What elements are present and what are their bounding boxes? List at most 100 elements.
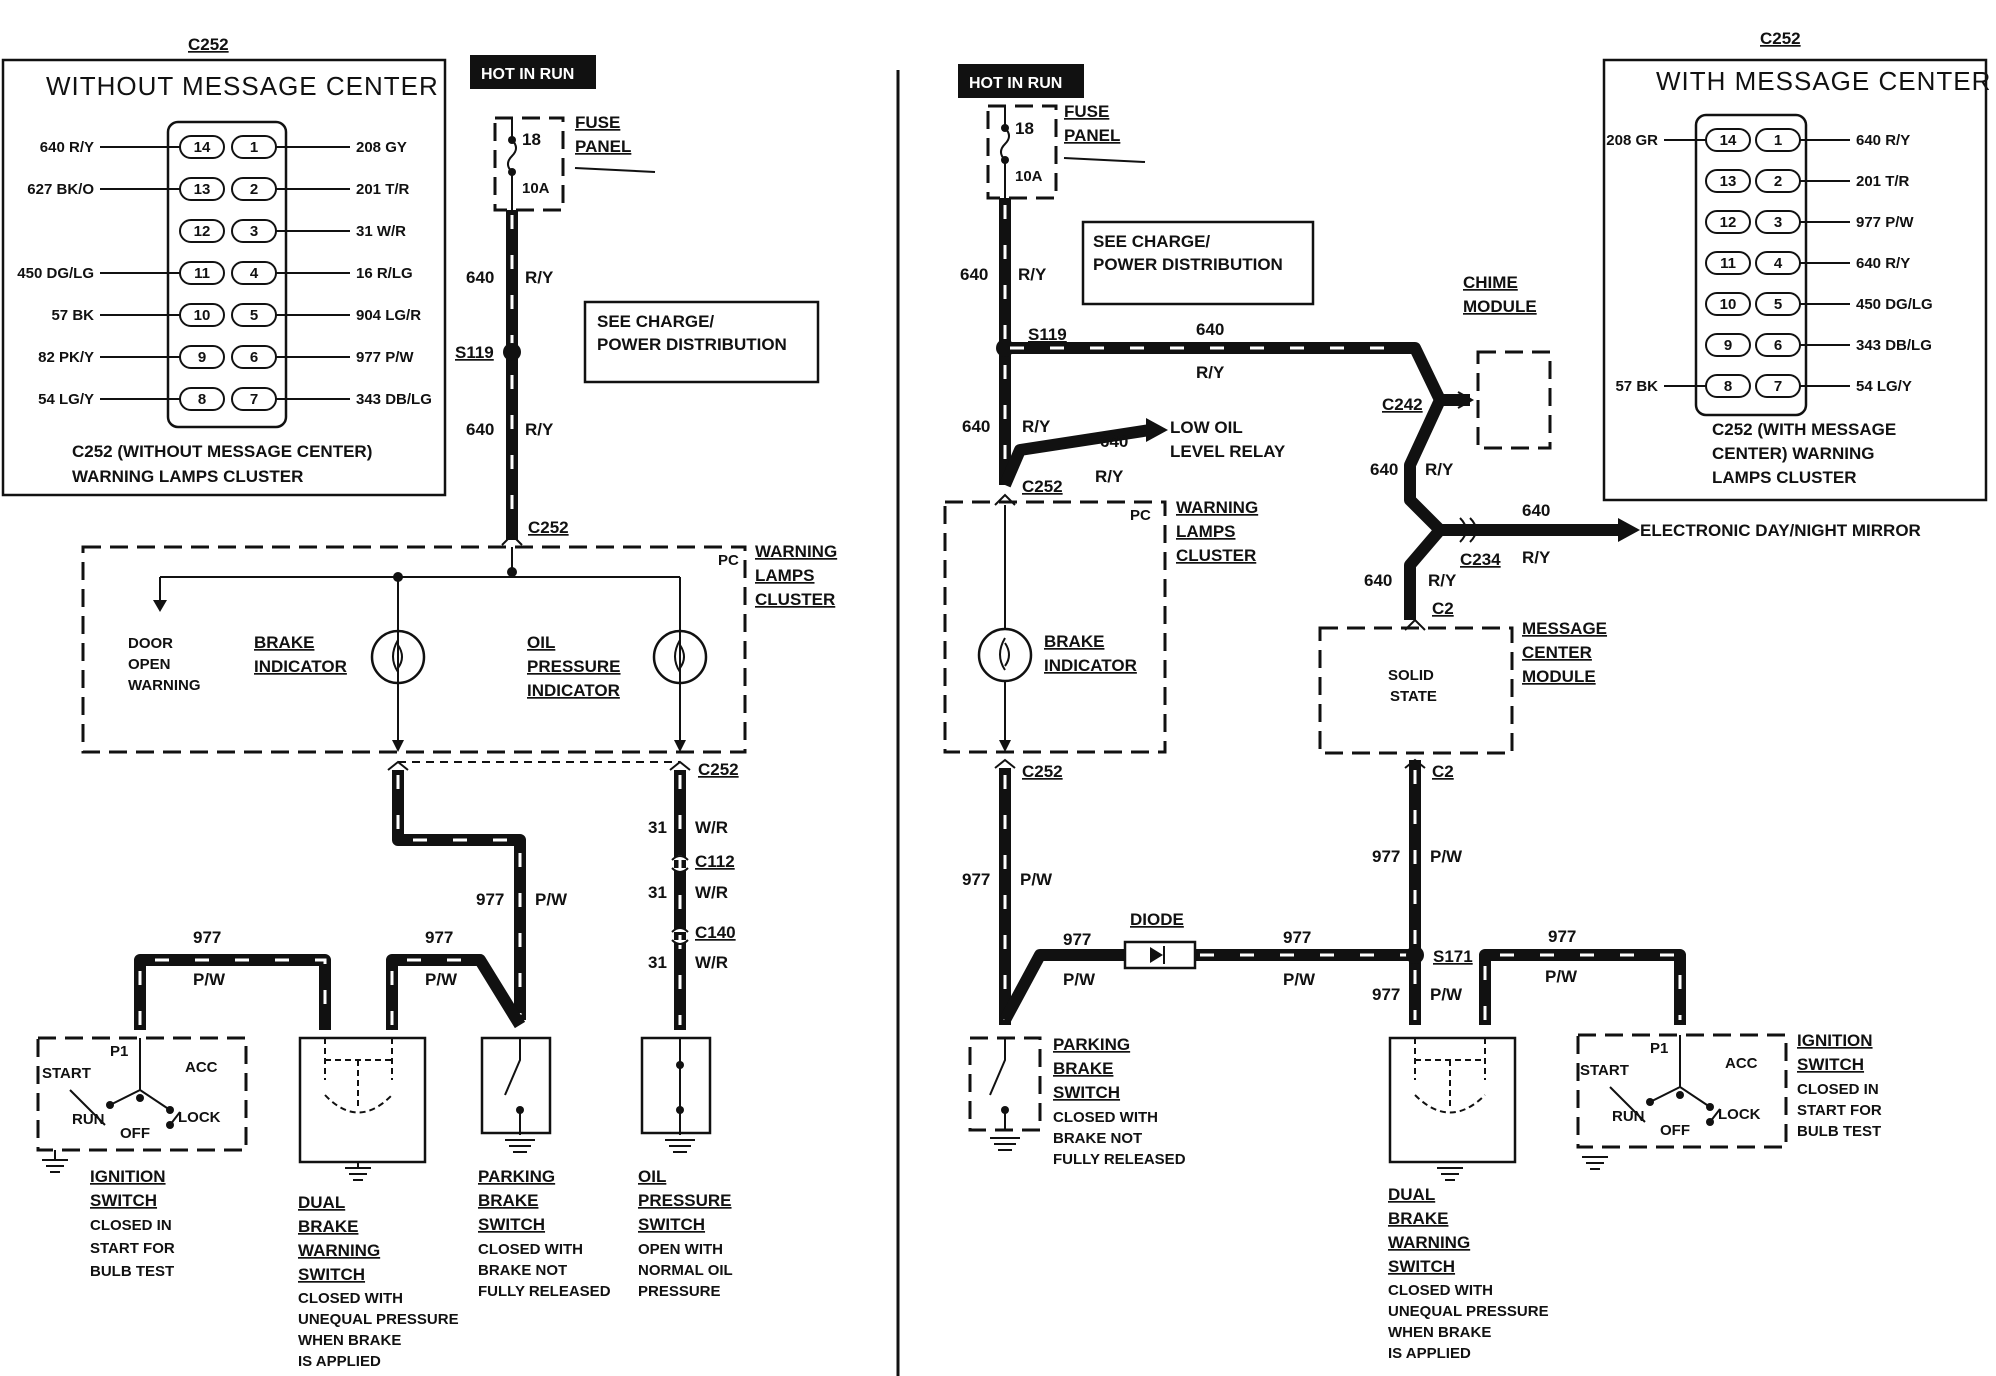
right-wire-pw-label-1: P/W	[1020, 870, 1053, 889]
left-oil-pressure-switch	[640, 1036, 712, 1135]
right-wire-ry-label-7: R/Y	[1095, 467, 1124, 486]
right-wire-pw-label-6: P/W	[1545, 967, 1578, 986]
right-wire-977-ignition	[1479, 949, 1686, 1025]
left-cluster-label-1: WARNING	[755, 542, 837, 561]
right-see-charge-box	[1081, 220, 1315, 306]
left-dual-title-4: SWITCH	[298, 1265, 365, 1284]
left-fuse-panel-1: FUSE	[575, 113, 620, 132]
left-dual-note-3: WHEN BRAKE	[298, 1332, 401, 1349]
right-wire-chime-down	[1404, 397, 1446, 620]
left-c112-label: C112	[695, 852, 735, 871]
right-cluster-label-3: CLUSTER	[1176, 546, 1256, 565]
right-park-note-1: CLOSED WITH	[1053, 1109, 1158, 1126]
right-pin-12: 12	[1720, 214, 1737, 231]
right-pin-8: 8	[1724, 378, 1732, 395]
right-splice-s171	[1406, 946, 1424, 964]
left-wire-640-label-1: 640	[466, 268, 494, 287]
left-oil-indicator-lamp	[652, 629, 708, 685]
left-dual-title-2: BRAKE	[298, 1217, 358, 1236]
left-oilsw-note-2: NORMAL OIL	[638, 1262, 733, 1279]
right-dual-title-2: BRAKE	[1388, 1209, 1448, 1228]
left-wire-pw-label-3: P/W	[425, 970, 458, 989]
left-pin-label-4: 16 R/LG	[356, 265, 413, 282]
right-wire-ry-label-4: R/Y	[1522, 548, 1551, 567]
left-see-charge-1: SEE CHARGE/	[597, 312, 714, 331]
left-fuse-number: 18	[522, 130, 541, 149]
left-pin-label-6: 977 P/W	[356, 349, 414, 366]
right-wire-640-label-6: 640	[962, 417, 990, 436]
right-chime-2: MODULE	[1463, 297, 1537, 316]
right-park-note-2: BRAKE NOT	[1053, 1130, 1142, 1147]
right-pin-4: 4	[1774, 255, 1783, 272]
left-splice-s119-label: S119	[455, 343, 494, 362]
left-dual-title-1: DUAL	[298, 1193, 345, 1212]
right-wire-640-label-5: 640	[1364, 571, 1392, 590]
right-wire-pw-label-5: P/W	[1430, 985, 1463, 1004]
left-pin-14: 14	[194, 139, 211, 156]
right-wire-640-label-2: 640	[1196, 320, 1224, 339]
left-pin-label-3: 31 W/R	[356, 223, 406, 240]
right-wire-977-diode	[999, 949, 1418, 1023]
right-ign-off: OFF	[1660, 1122, 1690, 1139]
right-wire-640-label-4: 640	[1522, 501, 1550, 520]
right-pin-9: 9	[1724, 337, 1732, 354]
left-wire-pw-label-1: P/W	[535, 890, 568, 909]
left-wire-ry-label-1: R/Y	[525, 268, 554, 287]
left-cluster-label-3: CLUSTER	[755, 590, 835, 609]
right-pin-6: 6	[1774, 337, 1782, 354]
right-ign-run: RUN	[1612, 1108, 1645, 1125]
left-pin-1: 1	[250, 139, 258, 156]
right-wire-low-oil	[999, 424, 1151, 488]
left-oil-indicator-2: PRESSURE	[527, 657, 621, 676]
right-ignition-switch	[1576, 1033, 1788, 1149]
right-cluster-label-2: LAMPS	[1176, 522, 1236, 541]
right-dual-note-2: UNEQUAL PRESSURE	[1388, 1303, 1549, 1320]
right-wire-640-label-3: 640	[1370, 460, 1398, 479]
right-pin-label-1: 640 R/Y	[1856, 132, 1910, 149]
right-cluster-label-1: WARNING	[1176, 498, 1258, 517]
left-cluster-label-2: LAMPS	[755, 566, 815, 585]
right-c252-bottom-label: C252	[1022, 762, 1063, 781]
left-dual-note-4: IS APPLIED	[298, 1353, 381, 1370]
right-c234-label: C234	[1460, 550, 1501, 569]
left-pin-13: 13	[194, 181, 211, 198]
right-pin-10: 10	[1720, 296, 1737, 313]
right-see-charge-2: POWER DISTRIBUTION	[1093, 255, 1283, 274]
left-parking-brake-switch	[480, 1036, 552, 1135]
right-wire-977-label-4: 977	[1372, 847, 1400, 866]
right-wire-pw-label-3: P/W	[1283, 970, 1316, 989]
left-pin-12: 12	[194, 223, 211, 240]
left-dual-brake-switch	[298, 1036, 427, 1164]
left-wire-31-label-2: 31	[648, 883, 667, 902]
right-connector-caption-3: LAMPS CLUSTER	[1712, 468, 1857, 487]
left-wire-977-label-3: 977	[425, 928, 453, 947]
right-ign-note-1: CLOSED IN	[1797, 1081, 1879, 1098]
left-wire-wr-label-2: W/R	[695, 883, 728, 902]
right-wire-977-label-3: 977	[1283, 928, 1311, 947]
right-ign-lock: LOCK	[1718, 1106, 1761, 1123]
right-solid-state-2: STATE	[1390, 688, 1437, 705]
left-hot-in-run-label: HOT IN RUN	[481, 66, 574, 83]
right-message-center-2: CENTER	[1522, 643, 1592, 662]
left-brake-indicator-lamp	[370, 629, 426, 685]
left-fuse-box	[493, 116, 565, 212]
left-pin-label-11: 450 DG/LG	[17, 265, 94, 282]
left-connector-caption-2: WARNING LAMPS CLUSTER	[72, 467, 303, 486]
left-park-note-2: BRAKE NOT	[478, 1262, 567, 1279]
left-see-charge-2: POWER DISTRIBUTION	[597, 335, 787, 354]
left-fuse-panel-2: PANEL	[575, 137, 631, 156]
left-wire-977-label-2: 977	[193, 928, 221, 947]
left-c252-bottom-label: C252	[698, 760, 739, 779]
right-message-center-module	[1318, 626, 1514, 755]
left-ign-note-3: BULB TEST	[90, 1263, 174, 1280]
right-pin-label-6: 343 DB/LG	[1856, 337, 1932, 354]
right-wire-ry-label-2: R/Y	[1196, 363, 1225, 382]
right-pin-label-3: 977 P/W	[1856, 214, 1914, 231]
left-dual-title-3: WARNING	[298, 1241, 380, 1260]
right-pin-13: 13	[1720, 173, 1737, 190]
right-wire-977-label-1: 977	[962, 870, 990, 889]
left-oil-indicator-1: OIL	[527, 633, 555, 652]
right-brake-indicator-2: INDICATOR	[1044, 656, 1137, 675]
left-dual-note-2: UNEQUAL PRESSURE	[298, 1311, 459, 1328]
